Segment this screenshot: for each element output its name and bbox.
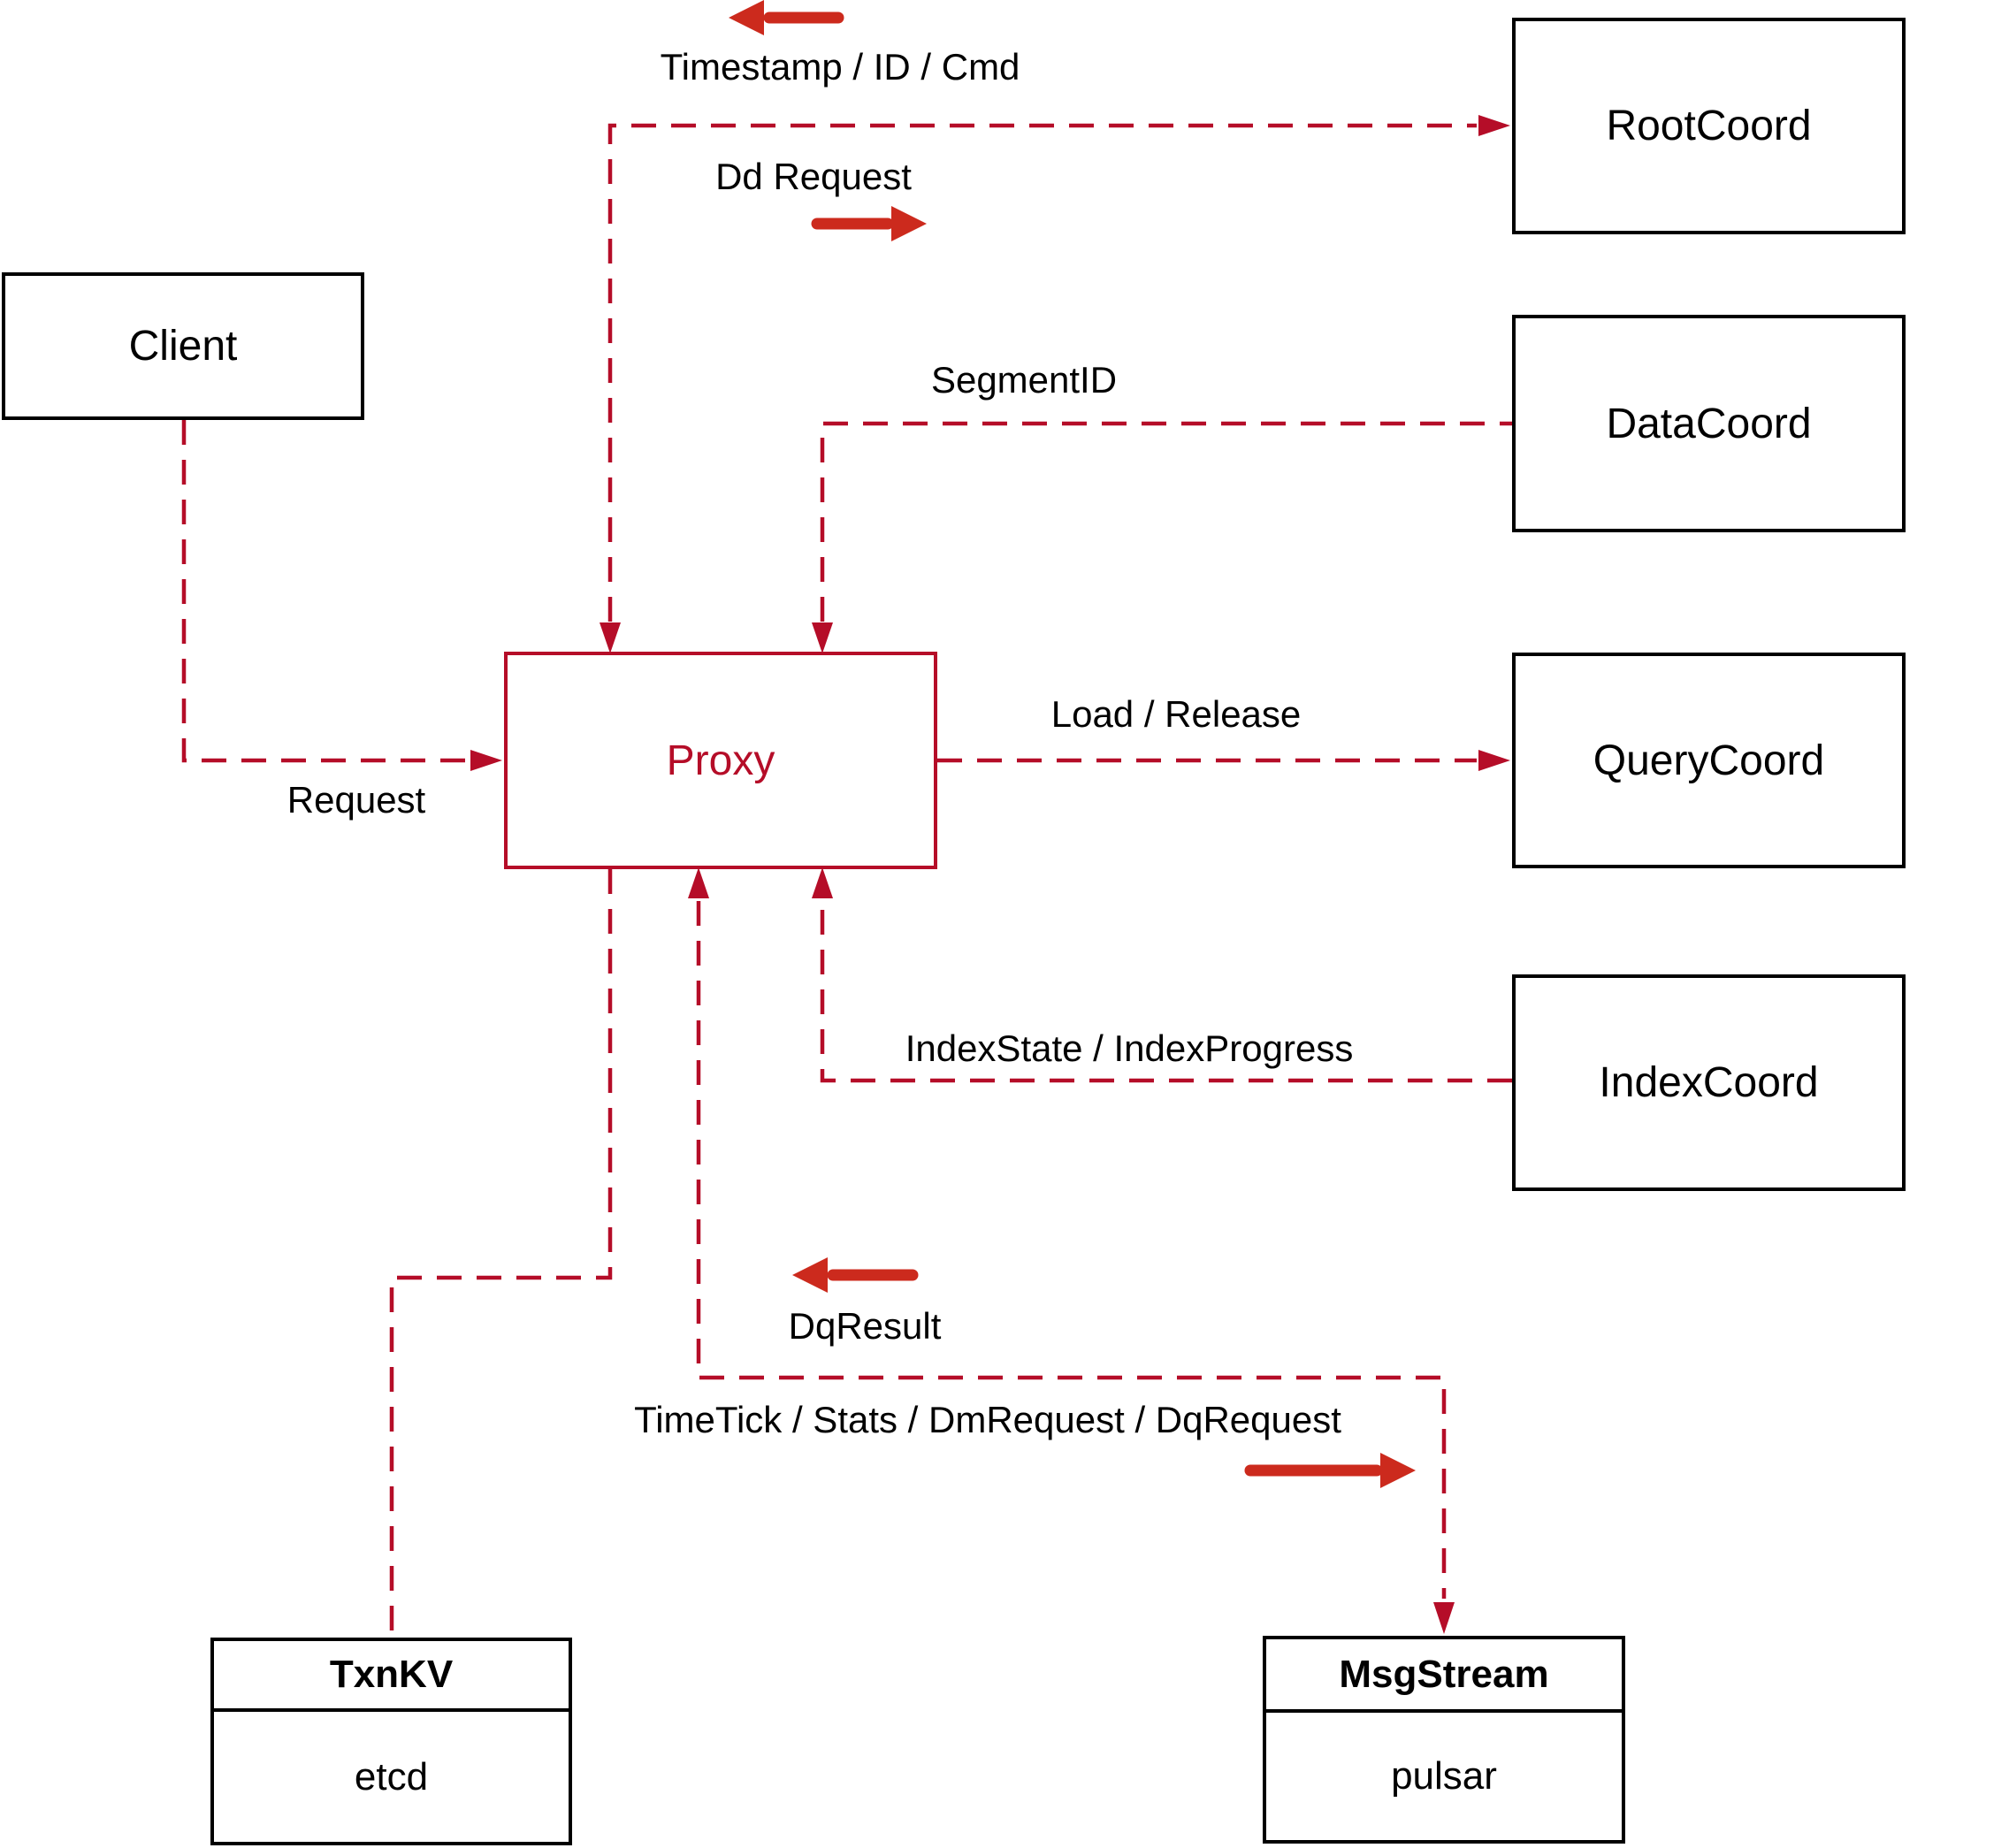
arrowhead-icon [600,622,621,653]
node-proxy-label: Proxy [666,737,775,784]
arrowhead-icon [688,867,709,898]
connector-proxy-msgstream [688,867,1455,1634]
node-client: Client [2,272,364,420]
edge-label-load-release: Load / Release [1050,693,1302,735]
node-indexcoord: IndexCoord [1512,974,1906,1191]
node-datacoord-label: DataCoord [1606,400,1812,447]
node-rootcoord: RootCoord [1512,18,1906,234]
connector-proxy-querycoord [937,750,1510,771]
node-datacoord: DataCoord [1512,315,1906,532]
edge-label-segment-id: SegmentID [930,359,1118,401]
edge-label-request: Request [286,779,426,821]
connector-client-proxy [181,420,502,771]
edge-label-index-state: IndexState / IndexProgress [905,1027,1354,1069]
node-msgstream-subtitle: pulsar [1391,1754,1497,1798]
node-querycoord-label: QueryCoord [1593,737,1825,784]
right-arrow-icon-time-tick [1244,1453,1416,1488]
node-proxy: Proxy [504,652,937,869]
connector-indexcoord-proxy [812,867,1512,1083]
edge-label-time-tick: TimeTick / Stats / DmRequest / DqRequest [634,1399,1341,1440]
arrowhead-icon [470,750,502,771]
right-arrow-icon-dd-request [811,206,927,241]
edge-label-dq-result: DqResult [788,1305,942,1347]
node-rootcoord-label: RootCoord [1606,103,1812,149]
edge-label-timestamp: Timestamp / ID / Cmd [660,46,1020,88]
arrowhead-icon [812,622,833,653]
arrowhead-icon [1478,115,1510,136]
node-txnkv: TxnKV etcd [210,1638,572,1845]
arrowhead-icon [1478,750,1510,771]
node-txnkv-title: TxnKV [214,1641,569,1712]
node-querycoord: QueryCoord [1512,653,1906,868]
node-msgstream-title: MsgStream [1266,1639,1622,1713]
arrowhead-icon [812,867,833,898]
connector-proxy-rootcoord [600,115,1510,653]
arrowhead-icon [1433,1602,1455,1634]
connector-datacoord-proxy [812,421,1512,653]
left-arrow-icon-dq-result [792,1257,919,1293]
connector-proxy-txnkv [389,869,613,1638]
node-msgstream: MsgStream pulsar [1263,1636,1625,1844]
node-indexcoord-label: IndexCoord [1599,1059,1819,1106]
left-arrow-icon-timestamp [729,0,844,35]
node-txnkv-subtitle: etcd [354,1754,429,1798]
edge-label-dd-request: Dd Request [715,156,912,197]
node-client-label: Client [128,323,238,370]
